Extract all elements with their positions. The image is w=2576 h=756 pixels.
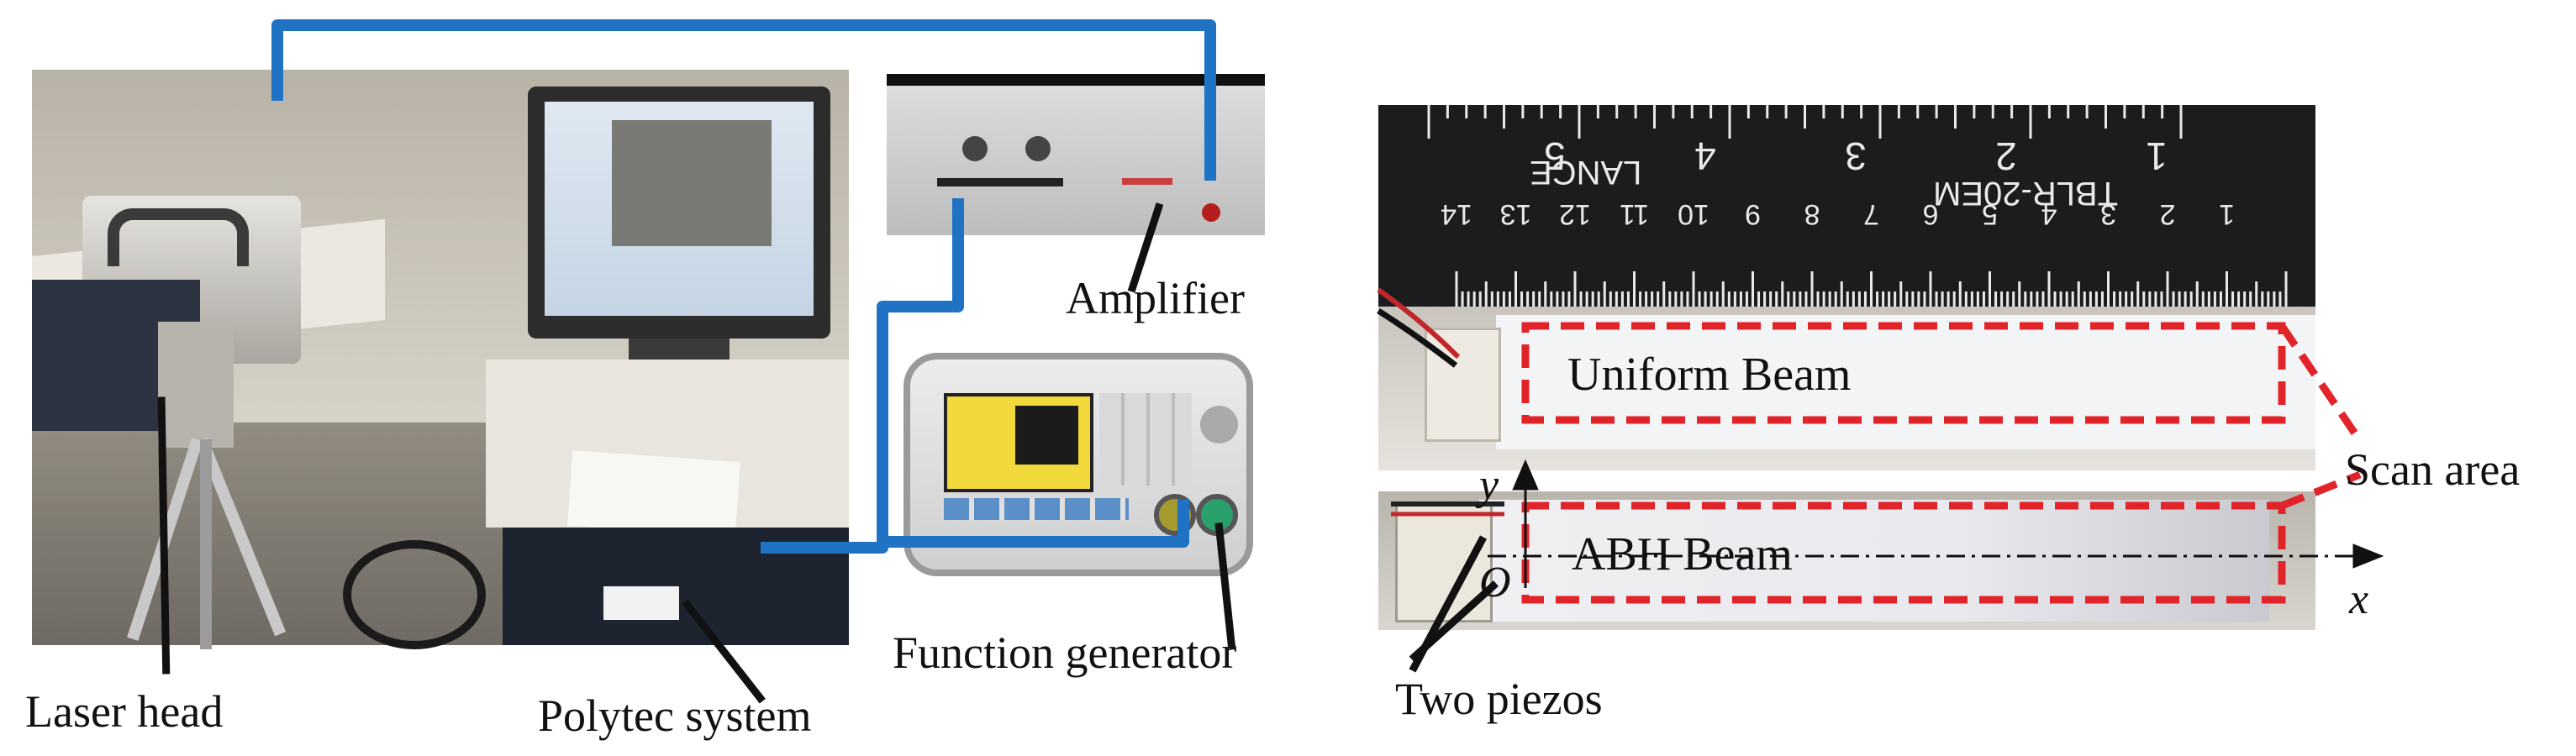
uniform-beam-wire-black — [1377, 308, 1458, 368]
monitor-screen-image — [612, 120, 772, 246]
ruler-inch-number: 5 — [1544, 134, 1566, 178]
ruler-cm-number: 12 — [1559, 198, 1591, 230]
ruler-inch-labels: 1 2 3 4 5 — [1544, 134, 2168, 178]
ruler-cm-number: 7 — [1863, 198, 1879, 230]
cable-amplifier-to-rack — [761, 198, 964, 554]
function-generator-keypad — [1099, 393, 1192, 486]
ruler-cm-number: 4 — [2041, 198, 2057, 230]
x-axis-arrowhead — [2352, 543, 2384, 569]
laser-head-handle — [108, 208, 249, 266]
uniform-beam-piezo — [1425, 328, 1501, 442]
abh-beam-label: ABH Beam — [1572, 528, 1793, 580]
beam-photo — [1378, 71, 2315, 630]
origin-label: O — [1479, 559, 1511, 606]
ruler-maker-text: LANCE — [1530, 154, 1642, 191]
ruler-cm-number: 1 — [2219, 198, 2235, 230]
ruler-cm-number: 5 — [1982, 198, 1998, 230]
function-generator-label: Function generator — [893, 627, 1237, 678]
scan-area-leader-bottom — [2280, 470, 2362, 510]
y-axis-arrowhead — [1512, 459, 1539, 491]
ruler-cm-number: 13 — [1500, 198, 1532, 230]
ruler-inch-number: 2 — [1995, 134, 2017, 178]
x-axis-label: x — [2349, 575, 2369, 623]
coordinate-axes — [1488, 459, 2384, 588]
amplifier-knob-right — [1025, 136, 1051, 161]
ruler — [1378, 105, 2315, 307]
ruler-cm-number: 6 — [1923, 198, 1939, 230]
y-axis-label: y — [1479, 461, 1499, 509]
coiled-cable — [343, 540, 486, 649]
polytec-display — [603, 586, 679, 620]
amplifier-output-jack — [1202, 203, 1220, 222]
ruler-cm-number: 9 — [1745, 198, 1761, 230]
ruler-inch-number: 3 — [1845, 134, 1867, 178]
function-generator-wave-panel — [1015, 406, 1078, 465]
ruler-cm-number: 3 — [2100, 198, 2116, 230]
ruler-cm-number: 10 — [1678, 198, 1709, 230]
tripod-leg-3 — [200, 439, 212, 649]
function-generator-device — [903, 353, 1253, 576]
ruler-ticks — [1427, 105, 2288, 307]
amplifier-label-strip — [937, 178, 1063, 186]
laser-head-label: Laser head — [25, 686, 224, 737]
uniform-beam-label: Uniform Beam — [1567, 349, 1852, 401]
scan-area-boxes — [1521, 322, 2363, 604]
uniform-beam-strip — [1496, 315, 2315, 449]
ruler-cm-number: 14 — [1441, 198, 1472, 230]
laser-head-mount — [158, 322, 234, 448]
amplifier-label: Amplifier — [1066, 273, 1245, 323]
two-piezos-label: Two piezos — [1395, 674, 1603, 724]
ruler-cm-number: 8 — [1804, 198, 1820, 230]
ruler-cm-number: 11 — [1620, 198, 1649, 230]
cable-laser-to-amplifier — [271, 19, 1216, 181]
function-generator-softkeys — [944, 498, 1129, 520]
signal-cables — [271, 19, 1216, 554]
ruler-cm-number: 2 — [2160, 198, 2176, 230]
ruler-brand-text: TBLR-20EM — [1933, 175, 2119, 212]
uniform-beam-wire-red — [1377, 287, 1461, 360]
polytec-system-label: Polytec system — [538, 690, 812, 741]
cable-generator-to-rack — [882, 500, 1189, 548]
ruler-inch-number: 4 — [1694, 134, 1716, 178]
scan-area-label: Scan area — [2345, 444, 2521, 495]
amplifier-knob-left — [962, 136, 988, 161]
scan-area-leader-top — [2278, 323, 2363, 444]
amplifier-indicator — [1122, 178, 1172, 185]
ruler-inch-number: 1 — [2146, 134, 2168, 178]
amplifier-device — [887, 74, 1265, 235]
function-generator-dial — [1200, 406, 1238, 444]
